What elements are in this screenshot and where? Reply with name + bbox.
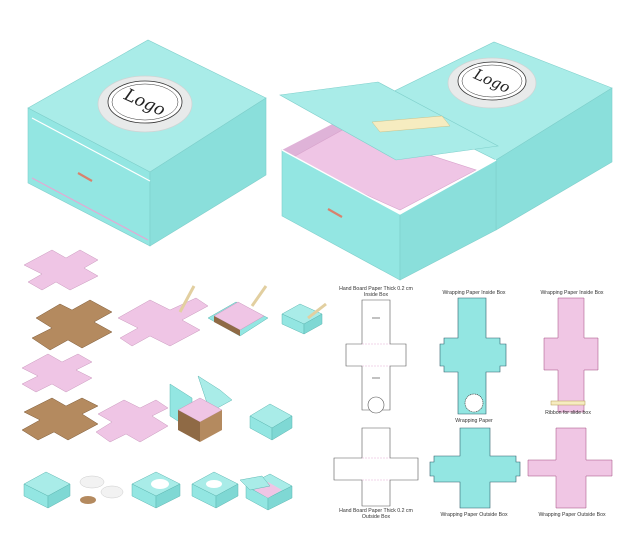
label-inside-board: Hand Board Paper Thick 0.2 cm Inside Box bbox=[328, 286, 424, 298]
step4-box-side bbox=[303, 313, 323, 335]
logo-inner-ring bbox=[111, 83, 179, 121]
step1-kraft-net bbox=[31, 299, 113, 351]
label-wrap-outside-teal: Wrapping Paper Outside Box bbox=[440, 512, 508, 518]
assembly-row-3 bbox=[23, 471, 293, 511]
closed-box: Logo bbox=[27, 39, 267, 247]
label-outside-board-title: Hand Board Paper Thick 0.2 cm bbox=[339, 508, 413, 514]
drawer-rim bbox=[281, 149, 497, 215]
step9-kraft-disc bbox=[80, 496, 96, 504]
step12-lid-flap bbox=[239, 475, 271, 491]
step2-pink-net bbox=[117, 297, 209, 347]
label-wrap-inside-pink: Wrapping Paper Inside Box bbox=[540, 290, 604, 296]
logo-ring-closed bbox=[107, 80, 183, 124]
outside-board-shape bbox=[333, 427, 419, 507]
wrap-outside-teal bbox=[429, 427, 521, 509]
step3-stick bbox=[250, 285, 268, 307]
drawer-seam bbox=[31, 117, 151, 182]
step10-disc bbox=[151, 479, 169, 489]
step1-pink-net bbox=[23, 249, 99, 291]
step2-stick bbox=[178, 285, 196, 313]
wrapping-paper-disc bbox=[464, 393, 484, 413]
assembly-row-1 bbox=[23, 249, 327, 351]
wrap-inside-teal bbox=[439, 297, 507, 415]
label-ribbon: Ribbon for slide box bbox=[545, 410, 591, 416]
step8-box-side bbox=[271, 415, 293, 441]
closed-box-side bbox=[149, 97, 267, 247]
board-disc bbox=[367, 396, 385, 414]
assembly-row-2 bbox=[21, 353, 293, 443]
ribbon-strip bbox=[371, 115, 451, 133]
step5-pink-cross bbox=[21, 353, 93, 393]
ribbon-piece bbox=[550, 400, 586, 406]
drawer-pink-edge bbox=[31, 177, 149, 241]
outside-board-dieline bbox=[333, 427, 419, 507]
step4-stick bbox=[307, 302, 327, 320]
drawer-pull-open bbox=[327, 208, 343, 218]
step10-box-side bbox=[155, 483, 181, 509]
wrap-outside-pink bbox=[527, 427, 613, 509]
step12-box-side bbox=[267, 485, 293, 511]
logo-inner-ring-open bbox=[461, 64, 523, 98]
wrap-inside-pink-shape bbox=[543, 297, 599, 413]
label-outside-board-sub: Outside Box bbox=[361, 514, 391, 520]
step6-pink-cross bbox=[95, 399, 169, 443]
step7-cube-side bbox=[200, 410, 222, 442]
step9-white-disc-2 bbox=[100, 485, 124, 499]
logo-ring-open bbox=[457, 61, 527, 101]
step5-kraft-cross bbox=[21, 397, 99, 441]
inside-board-shape bbox=[345, 299, 407, 411]
wrap-inside-pink bbox=[543, 297, 599, 413]
wrap-inside-teal-shape bbox=[439, 297, 507, 415]
label-wrap-inside-teal: Wrapping Paper Inside Box bbox=[442, 290, 506, 296]
label-outside-board: Hand Board Paper Thick 0.2 cm Outside Bo… bbox=[328, 508, 424, 520]
inside-board-dieline bbox=[345, 299, 407, 411]
step9-box-side bbox=[47, 483, 71, 509]
label-inside-board-sub: Inside Box bbox=[363, 292, 389, 298]
step11-disc bbox=[206, 480, 222, 488]
wrap-outside-pink-shape bbox=[527, 427, 613, 509]
wrap-outside-teal-shape bbox=[429, 427, 521, 509]
step7-teal-flap-right bbox=[197, 375, 233, 413]
step11-box-side bbox=[215, 483, 239, 509]
drawer-pull bbox=[77, 172, 93, 182]
open-box: Logo bbox=[279, 41, 613, 281]
step3-tray-kraft bbox=[214, 316, 240, 336]
label-wrapping-paper: Wrapping Paper bbox=[455, 418, 493, 424]
step9-white-disc bbox=[79, 475, 105, 489]
label-inside-board-title: Hand Board Paper Thick 0.2 cm bbox=[339, 286, 413, 292]
label-wrap-outside-pink: Wrapping Paper Outside Box bbox=[538, 512, 606, 518]
step7-cube-front bbox=[178, 410, 200, 442]
